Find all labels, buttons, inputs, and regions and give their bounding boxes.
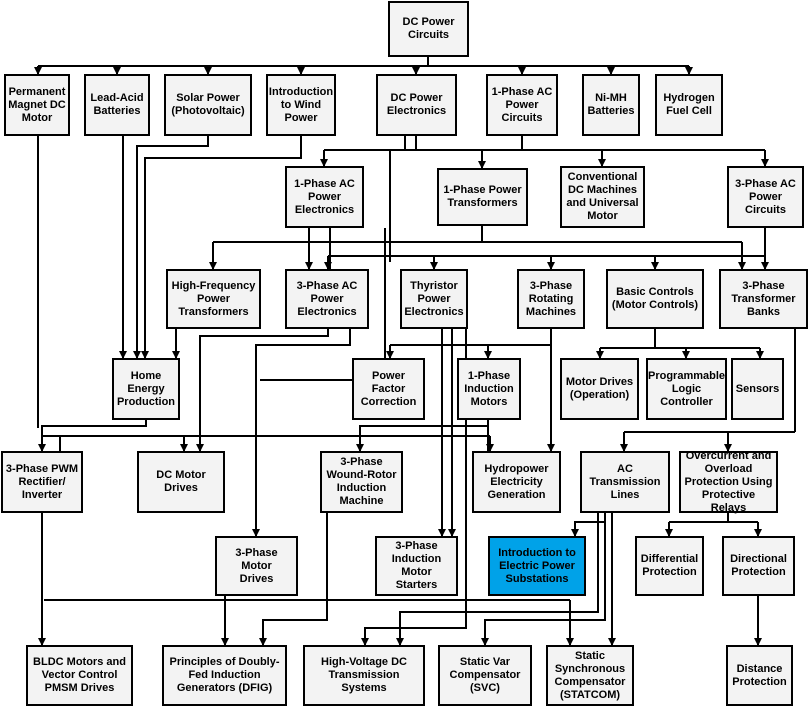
node-1-phase-ac-power-electronics[interactable]: 1-Phase AC Power Electronics [285,166,364,228]
node-lead-acid-batteries[interactable]: Lead-Acid Batteries [84,74,150,136]
node-power-factor-correction[interactable]: Power Factor Correction [352,358,425,420]
connector-arrow [133,136,209,359]
node-hydrogen-fuel-cell[interactable]: Hydrogen Fuel Cell [655,74,723,136]
node-intro-wind-power[interactable]: Introduction to Wind Power [266,74,336,136]
node-differential-protection[interactable]: Differential Protection [635,536,704,596]
node-wound-rotor-induction-machine[interactable]: 3-Phase Wound-Rotor Induction Machine [320,451,403,513]
node-dc-power-circuits[interactable]: DC Power Circuits [388,1,469,57]
node-3-phase-transformer-banks[interactable]: 3-Phase Transformer Banks [719,269,808,329]
node-dc-power-electronics[interactable]: DC Power Electronics [376,74,457,136]
node-1-phase-power-transformers[interactable]: 1-Phase Power Transformers [437,168,528,226]
connector-arrow [361,329,467,646]
node-hf-power-transformers[interactable]: High-Frequency Power Transformers [166,269,261,329]
node-dfig[interactable]: Principles of Doubly- Fed Induction Gene… [162,645,287,706]
node-3-phase-rotating-machines[interactable]: 3-Phase Rotating Machines [517,269,585,329]
node-hvdc[interactable]: High-Voltage DC Transmission Systems [303,645,425,706]
node-overcurrent-protection[interactable]: Overcurrent and Overload Protection Usin… [679,450,778,514]
node-ni-mh-batteries[interactable]: Ni-MH Batteries [582,74,640,136]
node-distance-protection[interactable]: Distance Protection [726,645,793,706]
node-1-phase-ac-power-circuits[interactable]: 1-Phase AC Power Circuits [486,74,558,136]
node-directional-protection[interactable]: Directional Protection [722,536,795,596]
node-ac-transmission-lines[interactable]: AC Transmission Lines [580,451,670,513]
node-basic-controls[interactable]: Basic Controls (Motor Controls) [606,269,704,329]
node-svc[interactable]: Static Var Compensator (SVC) [438,645,532,706]
node-permanent-magnet-dc-motor[interactable]: Permanent Magnet DC Motor [4,74,70,136]
node-1-phase-induction-motors[interactable]: 1-Phase Induction Motors [457,358,521,420]
node-3-phase-ac-power-circuits[interactable]: 3-Phase AC Power Circuits [727,166,804,228]
connector-line [389,136,417,262]
node-3-phase-ac-power-electronics[interactable]: 3-Phase AC Power Electronics [285,269,369,329]
connector-arrow [38,420,147,452]
node-sensors[interactable]: Sensors [731,358,784,420]
node-thyristor-power-electronics[interactable]: Thyristor Power Electronics [400,269,468,329]
node-plc[interactable]: Programmable Logic Controller [646,358,727,420]
connector-arrow [196,329,329,452]
node-3-phase-pwm-rectifier[interactable]: 3-Phase PWM Rectifier/ Inverter [1,451,83,513]
node-motor-drives-operation[interactable]: Motor Drives (Operation) [560,358,639,420]
connector-arrow [571,513,606,537]
node-home-energy-production[interactable]: Home Energy Production [112,358,180,420]
connector-arrow [259,513,328,646]
node-bldc-motors[interactable]: BLDC Motors and Vector Control PMSM Driv… [26,645,133,706]
node-solar-power[interactable]: Solar Power (Photovoltaic) [164,74,252,136]
node-3-phase-motor-drives[interactable]: 3-Phase Motor Drives [215,536,298,596]
connector-arrow [252,329,351,537]
node-dc-motor-drives[interactable]: DC Motor Drives [137,451,225,513]
connector-arrow [481,513,606,646]
connector-arrow [396,513,599,646]
node-intro-electric-power-substations[interactable]: Introduction to Electric Power Substatio… [488,536,586,596]
node-3-phase-induction-motor-starters[interactable]: 3-Phase Induction Motor Starters [375,536,458,596]
node-conventional-dc-machines[interactable]: Conventional DC Machines and Universal M… [560,166,645,228]
connector-arrow [141,136,302,359]
node-hydropower-generation[interactable]: Hydropower Electricity Generation [472,451,561,513]
node-statcom[interactable]: Static Synchronous Compensator (STATCOM) [546,645,634,706]
